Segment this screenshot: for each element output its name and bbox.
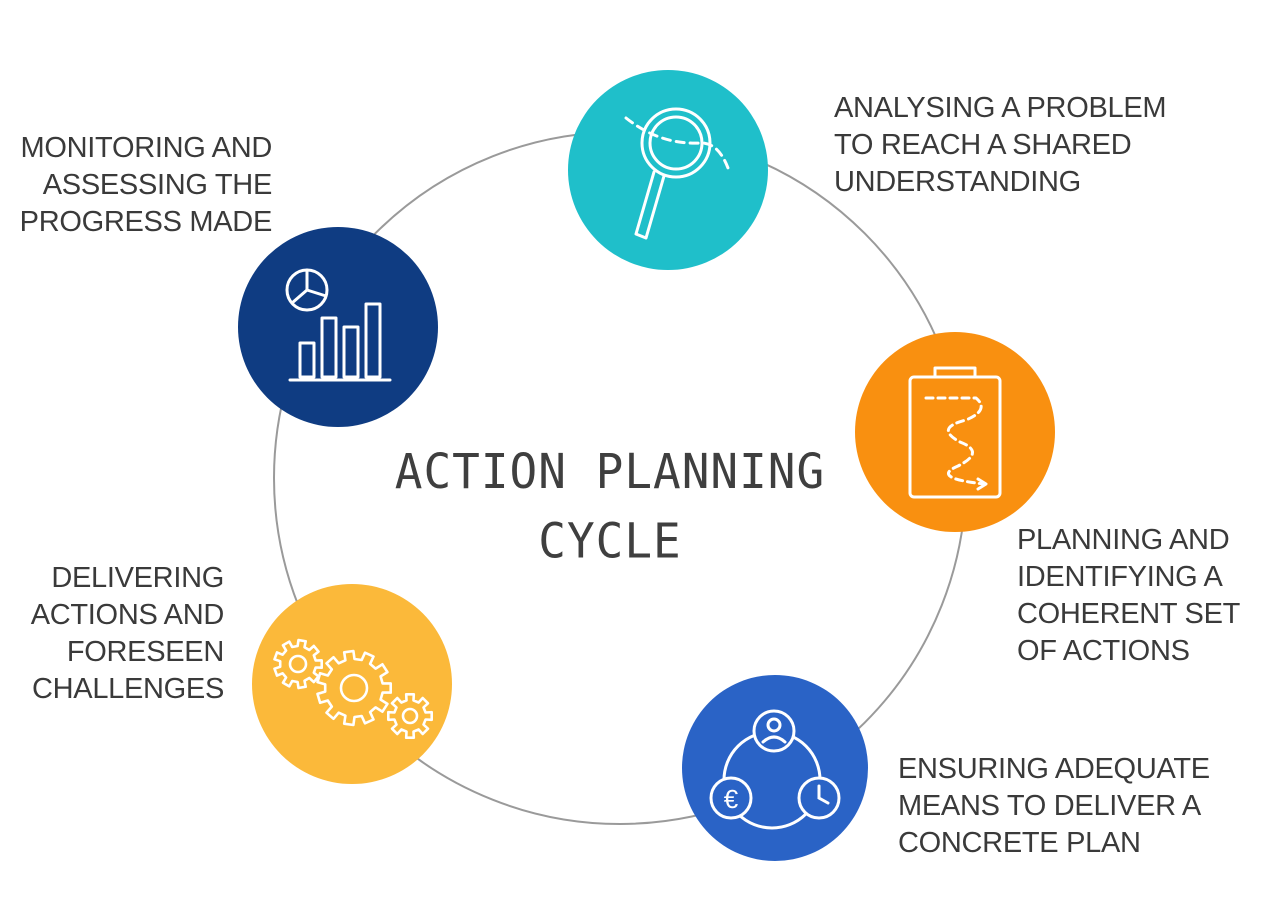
label-line: COHERENT SET [1017, 598, 1241, 630]
label-line: IDENTIFYING A [1017, 561, 1223, 593]
step-monitoring-label: MONITORING AND ASSESSING THE PROGRESS MA… [19, 130, 273, 241]
label-line: ACTIONS AND [30, 599, 225, 631]
step-planning-node [855, 332, 1055, 532]
step-monitoring-circle [238, 227, 438, 427]
label-line: MEANS TO DELIVER A [898, 790, 1201, 822]
label-line: PLANNING AND [1017, 524, 1230, 556]
euro-symbol: € [724, 784, 739, 814]
diagram-title-line-2: CYCLE [538, 512, 682, 569]
step-planning-label: PLANNING AND IDENTIFYING A COHERENT SET … [1017, 522, 1240, 670]
gears-icon [273, 638, 433, 739]
step-ensuring-circle [682, 675, 868, 861]
clipboard-icon [908, 366, 1002, 499]
label-line: CHALLENGES [31, 673, 224, 705]
label-line: DELIVERING [51, 562, 224, 594]
step-delivering-label: DELIVERING ACTIONS AND FORESEEN CHALLENG… [30, 560, 225, 708]
label-line: ENSURING ADEQUATE [898, 753, 1210, 785]
label-line: OF ACTIONS [1017, 635, 1190, 667]
label-line: UNDERSTANDING [834, 166, 1081, 198]
step-analysing-node [568, 70, 768, 270]
step-delivering-circle [252, 584, 452, 784]
chart-icon [285, 268, 392, 382]
step-delivering-node [252, 584, 452, 784]
magnifier-icon [624, 107, 730, 240]
label-line: CONCRETE PLAN [898, 827, 1141, 859]
label-line: MONITORING AND [20, 132, 273, 164]
step-analysing-circle [568, 70, 768, 270]
label-line: PROGRESS MADE [19, 206, 273, 238]
resources-icon [709, 709, 841, 830]
step-ensuring-node: € [682, 675, 868, 861]
diagram-title: ACTION PLANNING CYCLE [380, 437, 840, 576]
step-ensuring-label: ENSURING ADEQUATE MEANS TO DELIVER A CON… [898, 751, 1210, 862]
step-monitoring-node [238, 227, 438, 427]
label-line: ANALYSING A PROBLEM [834, 92, 1167, 124]
step-analysing-label: ANALYSING A PROBLEM TO REACH A SHARED UN… [834, 90, 1167, 201]
label-line: TO REACH A SHARED [834, 129, 1132, 161]
step-planning-circle [855, 332, 1055, 532]
label-line: FORESEEN [66, 636, 224, 668]
label-line: ASSESSING THE [42, 169, 273, 201]
diagram-title-line-1: ACTION PLANNING [394, 443, 826, 500]
